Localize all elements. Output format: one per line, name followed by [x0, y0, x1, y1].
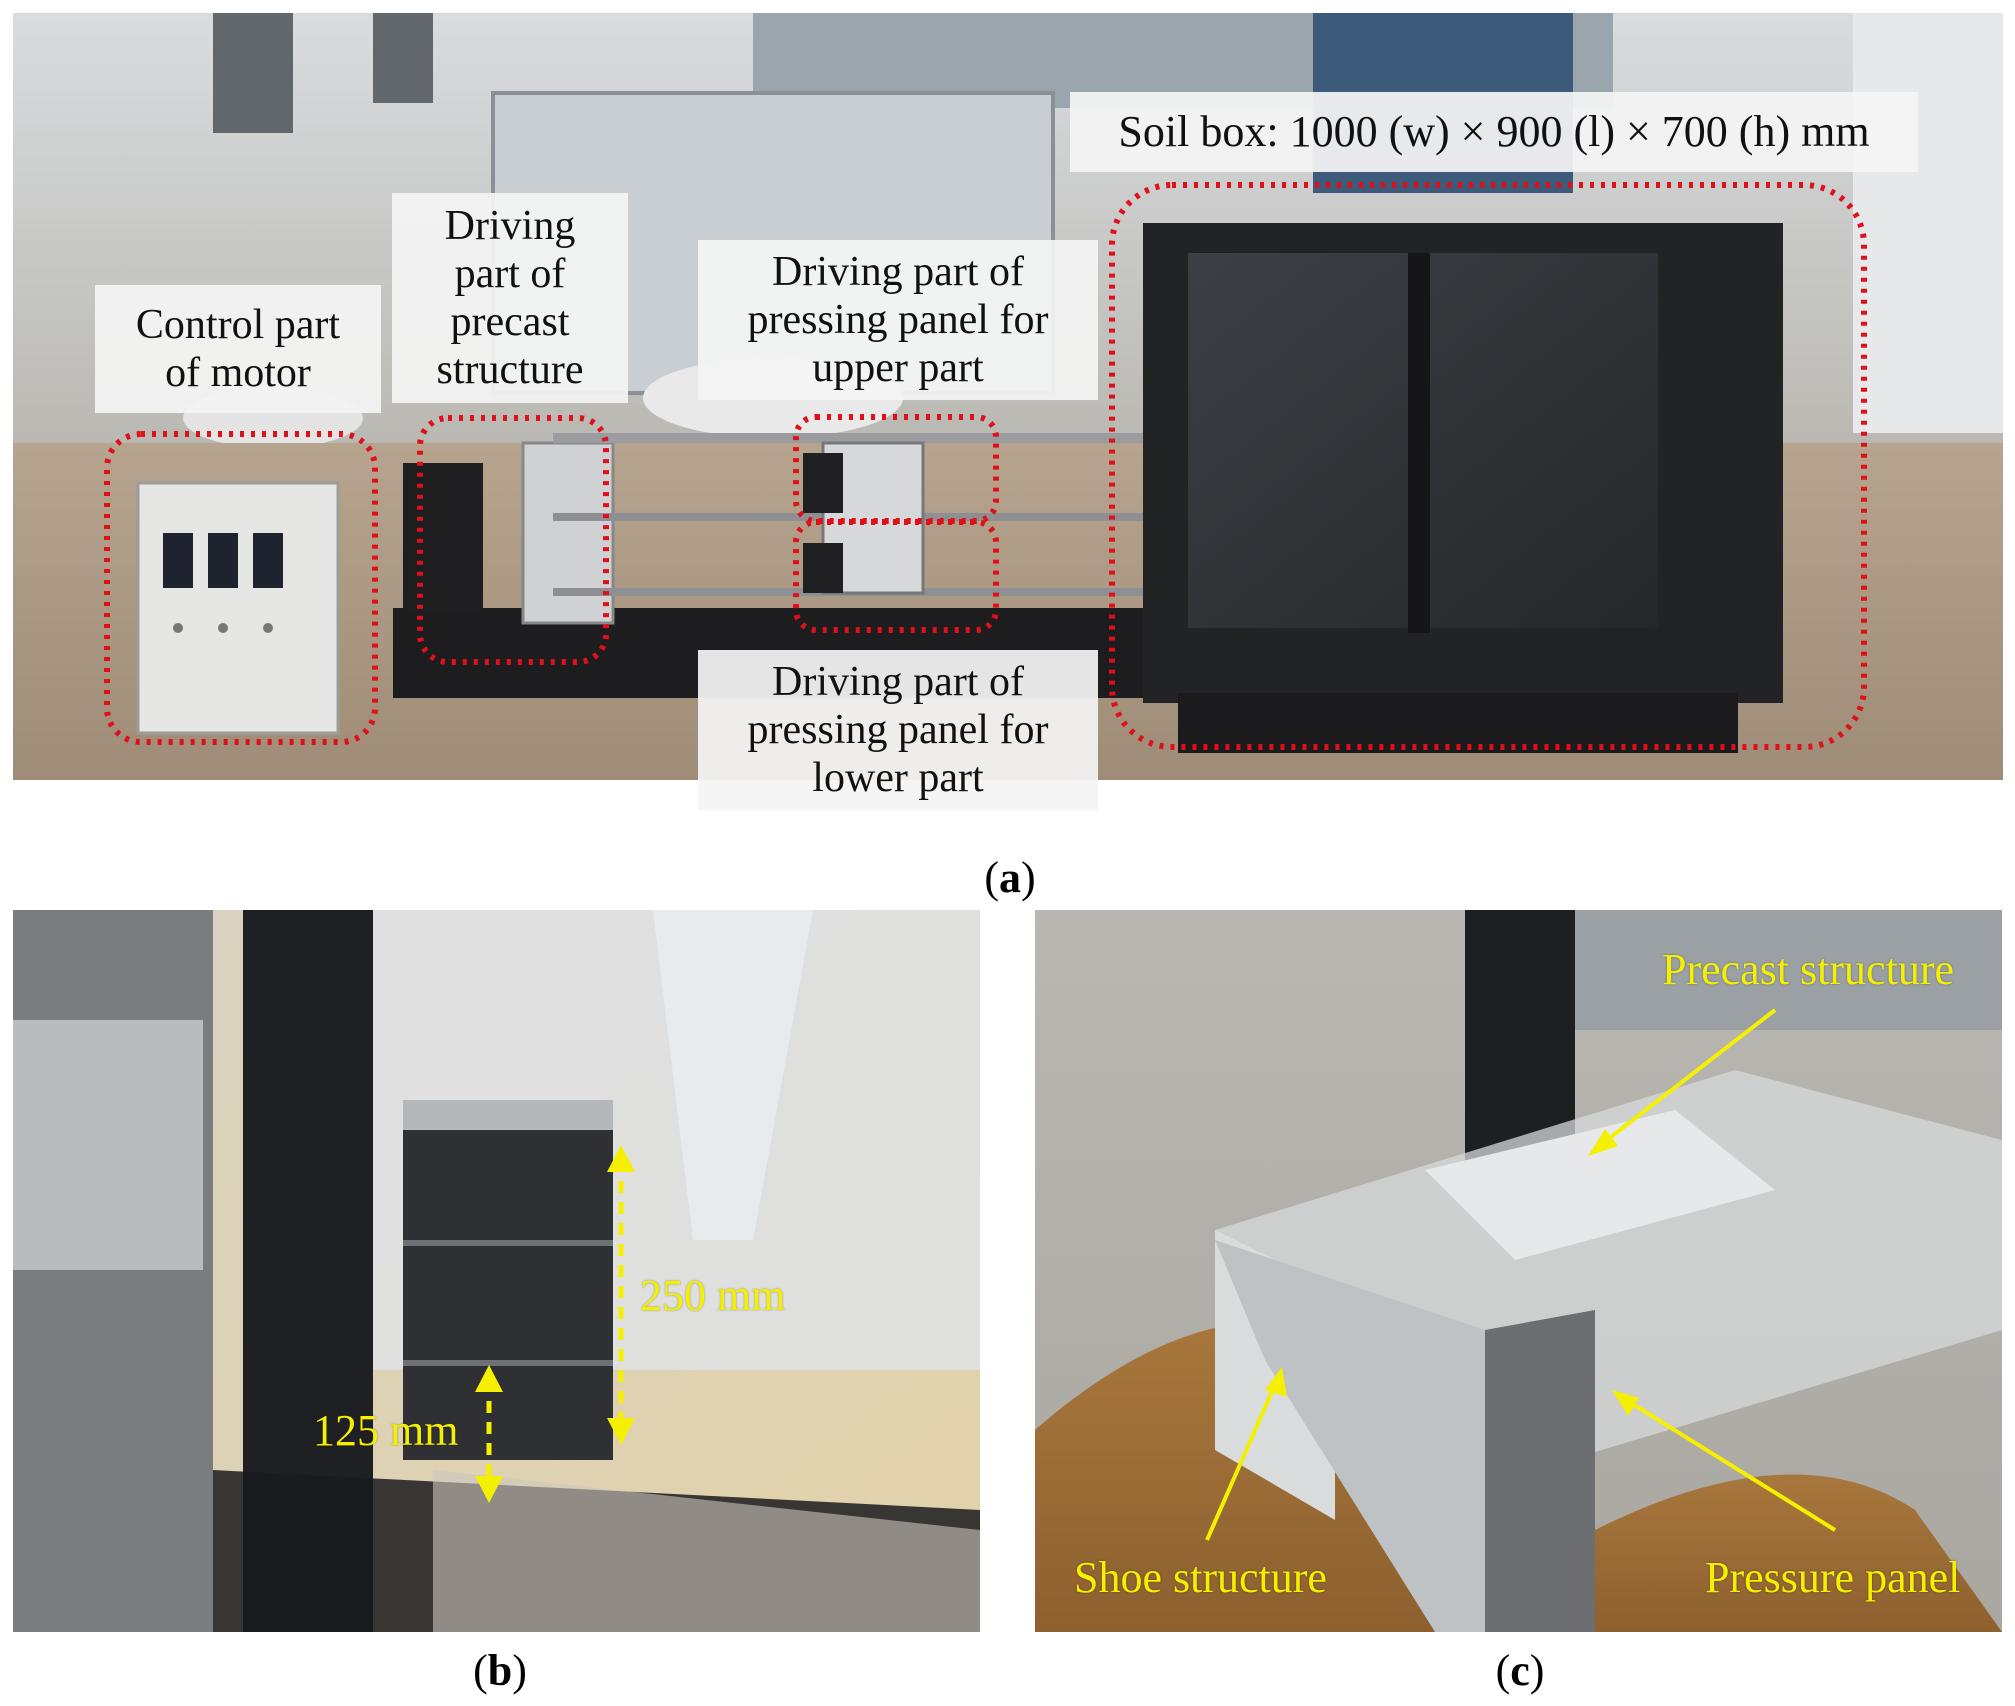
arrow-pressure-head	[1612, 1390, 1639, 1416]
label-control-motor-line1: Control part	[135, 302, 341, 348]
dim-label-250: 250 mm	[640, 1271, 786, 1320]
caption-a: (a)	[984, 853, 1036, 902]
label-control-motor-line2: of motor	[165, 350, 311, 396]
photo-b-scene	[13, 910, 980, 1632]
label-lower-drive: Driving part of pressing panel for lower…	[698, 650, 1098, 810]
highlight-control-motor	[104, 431, 378, 745]
label-lower-drive-line1: Driving part of	[772, 659, 1024, 705]
label-upper-drive: Driving part of pressing panel for upper…	[698, 240, 1098, 400]
label-shoe-structure: Shoe structure	[1074, 1553, 1327, 1602]
label-precast-structure: Precast structure	[1662, 945, 1954, 994]
label-upper-drive-line3: upper part	[812, 345, 984, 391]
caption-c: (c)	[1495, 1646, 1545, 1695]
caption-c-letter: c	[1510, 1646, 1530, 1695]
label-lower-drive-line2: pressing panel for	[747, 707, 1049, 753]
arrow-shoe-head	[1265, 1367, 1287, 1397]
caption-b: (b)	[473, 1646, 527, 1695]
label-precast-drive-line1: Driving	[444, 203, 576, 249]
label-precast-drive-line4: structure	[436, 347, 584, 393]
caption-b-letter: b	[487, 1646, 513, 1695]
label-precast-drive-line3: precast	[450, 299, 570, 345]
highlight-overlay	[104, 182, 1867, 750]
label-pressure-panel: Pressure panel	[1705, 1553, 1961, 1602]
caption-a-letter: a	[999, 853, 1021, 902]
photo-c	[1035, 910, 2002, 1632]
arrows-c	[1205, 1008, 1837, 1541]
label-precast-drive-line2: part of	[454, 251, 566, 297]
photo-c-scene	[1035, 910, 2002, 1632]
photo-b	[13, 910, 980, 1632]
label-soil-box: Soil box: 1000 (w) × 900 (l) × 700 (h) m…	[1070, 92, 1918, 172]
dim-label-125: 125 mm	[313, 1406, 459, 1455]
label-control-motor: Control part of motor	[95, 285, 381, 413]
label-lower-drive-line3: lower part	[812, 755, 984, 801]
label-upper-drive-line1: Driving part of	[772, 249, 1024, 295]
label-upper-drive-line2: pressing panel for	[747, 297, 1049, 343]
arrow-precast-head	[1588, 1129, 1618, 1156]
highlight-lower-drive	[793, 519, 999, 633]
highlight-soil-box	[1109, 182, 1867, 750]
label-precast-drive: Driving part of precast structure	[392, 193, 628, 403]
label-soil-box-text: Soil box: 1000 (w) × 900 (l) × 700 (h) m…	[1118, 107, 1870, 156]
highlight-precast-drive	[417, 415, 609, 665]
highlight-upper-drive	[793, 414, 999, 524]
